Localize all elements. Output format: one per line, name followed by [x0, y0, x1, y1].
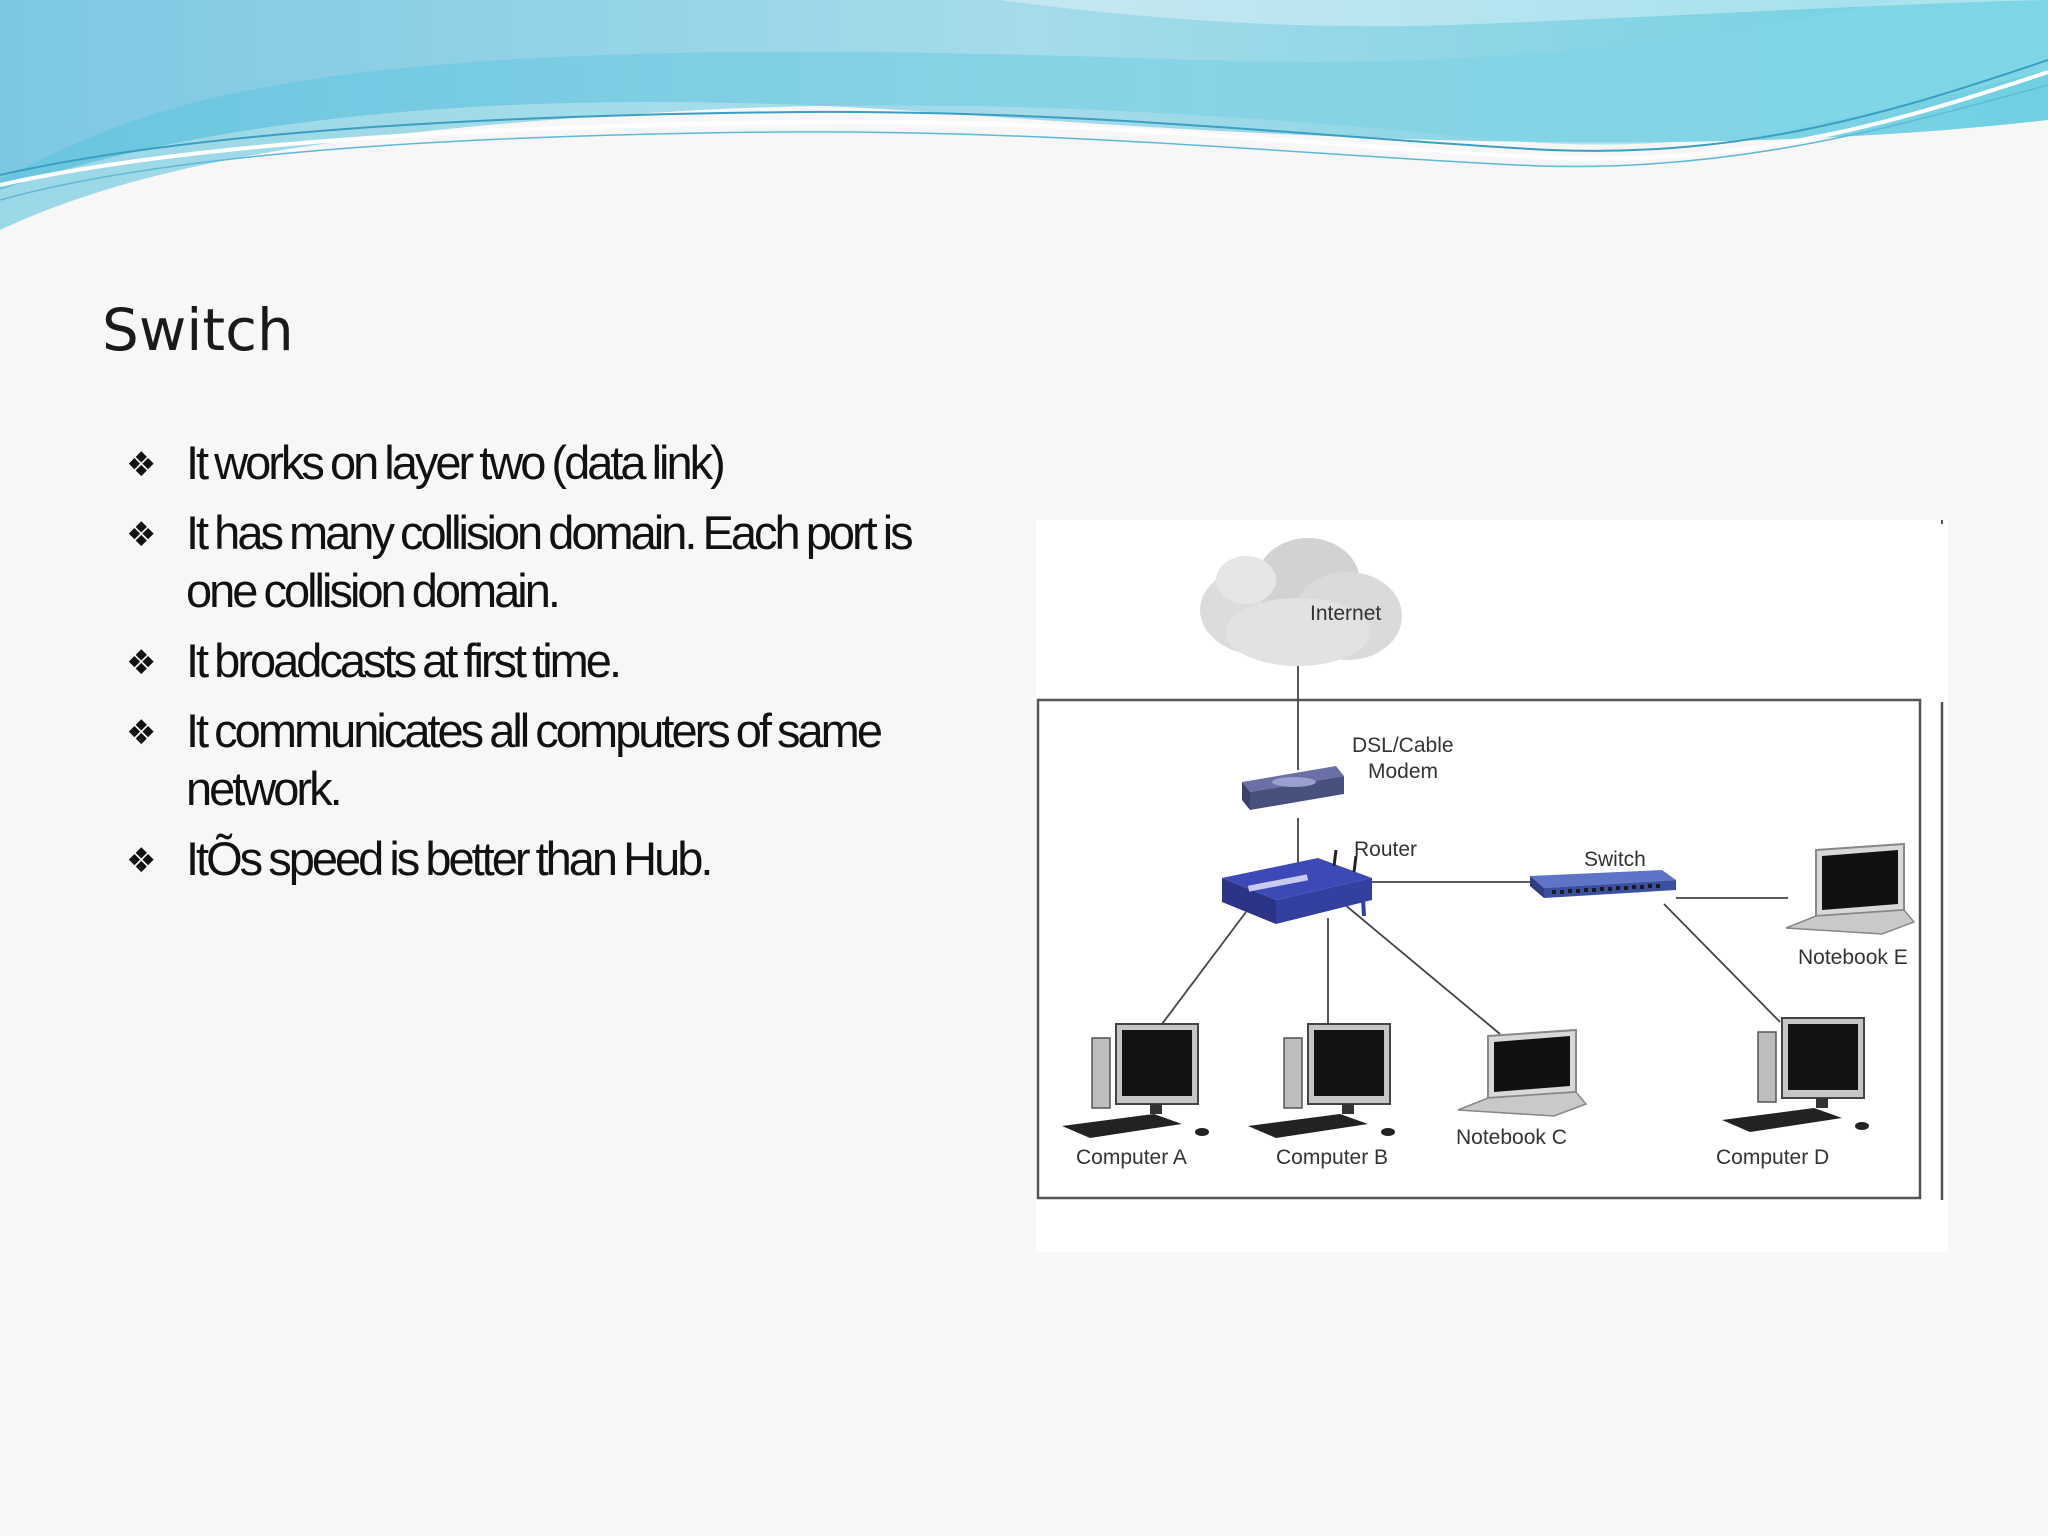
desktop-icon	[1062, 1023, 1209, 1138]
network-diagram: Internet DSL/Cable Modem Router	[1036, 520, 1948, 1252]
lan-boundary	[1036, 698, 1922, 1200]
bullet-text: It broadcasts at first time.	[186, 634, 622, 687]
laptop-icon	[1457, 1028, 1588, 1117]
laptop-icon	[1785, 842, 1916, 935]
modem-label-line2: Modem	[1368, 760, 1438, 783]
list-item: ❖ It has many collision domain. Each por…	[126, 504, 956, 620]
diamond-bullet-icon: ❖	[126, 841, 157, 881]
bullet-text: ItÕs speed is better than Hub.	[186, 832, 713, 885]
diamond-bullet-icon: ❖	[126, 643, 157, 683]
bullet-text: It works on layer two (data link)	[186, 436, 726, 489]
router-label: Router	[1354, 838, 1417, 861]
desktop-icon	[1248, 1023, 1395, 1138]
list-item: ❖ ItÕs speed is better than Hub.	[126, 830, 956, 888]
modem-label-line1: DSL/Cable	[1352, 734, 1454, 757]
computer-b-label: Computer B	[1276, 1146, 1388, 1169]
list-item: ❖ It broadcasts at first time.	[126, 632, 956, 690]
computer-a-label: Computer A	[1076, 1146, 1187, 1169]
diamond-bullet-icon: ❖	[126, 515, 157, 555]
connection-lines	[1155, 660, 1788, 1035]
switch-label: Switch	[1584, 848, 1646, 871]
router-icon	[1222, 849, 1372, 924]
diamond-bullet-icon: ❖	[126, 445, 157, 485]
desktop-icon	[1722, 1017, 1869, 1132]
list-item: ❖ It communicates all computers of same …	[126, 702, 956, 818]
banner-decoration	[0, 0, 2048, 230]
computer-d-label: Computer D	[1716, 1146, 1829, 1169]
cloud-icon	[1200, 538, 1402, 666]
bullet-text: It communicates all computers of same ne…	[186, 704, 883, 815]
page-title: Switch	[102, 296, 294, 364]
list-item: ❖ It works on layer two (data link)	[126, 434, 956, 492]
bullet-list: ❖ It works on layer two (data link) ❖ It…	[126, 434, 956, 900]
notebook-e-label: Notebook E	[1798, 946, 1908, 969]
internet-label: Internet	[1310, 602, 1381, 625]
notebook-c-label: Notebook C	[1456, 1126, 1567, 1149]
network-diagram-svg: Internet DSL/Cable Modem Router	[1036, 520, 1944, 1200]
modem-icon	[1242, 766, 1344, 810]
switch-icon	[1530, 870, 1676, 898]
diamond-bullet-icon: ❖	[126, 713, 157, 753]
bullet-text: It has many collision domain. Each port …	[186, 506, 914, 617]
